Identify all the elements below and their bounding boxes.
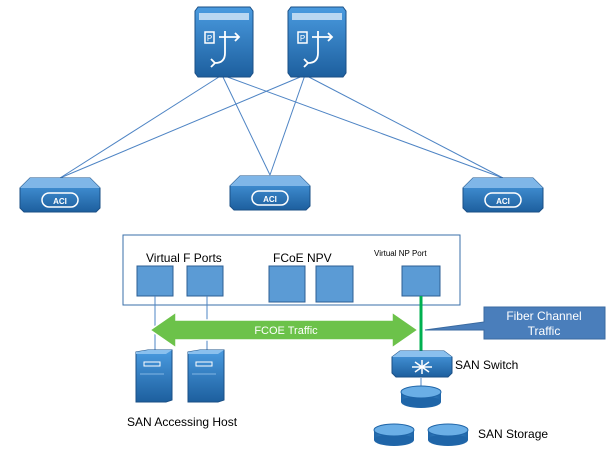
virtual-np-port-label: Virtual NP Port: [374, 249, 427, 258]
svg-text:P: P: [207, 34, 212, 43]
fcoe-npv-port-1: [268, 265, 306, 303]
link-spine2-leaf2: [269, 74, 306, 176]
san-switch-icon: [391, 350, 453, 378]
fcoe-traffic-label: FCOE Traffic: [254, 325, 318, 337]
aci-leaf-switch-icon: ACI: [229, 175, 311, 211]
virtual-f-port-1: [136, 265, 174, 297]
svg-text:ACI: ACI: [263, 195, 277, 204]
san-switch-label: SAN Switch: [455, 358, 518, 372]
storage-disk-icon: [373, 378, 469, 446]
fcoe-npv-port-2: [315, 265, 354, 303]
svg-text:ACI: ACI: [53, 197, 67, 206]
virtual-f-ports-label: Virtual F Ports: [146, 251, 222, 265]
aci-spine-switch-icon: P: [287, 6, 347, 78]
svg-text:P: P: [300, 34, 305, 43]
aci-leaf-switch-icon: ACI: [462, 177, 544, 213]
link-spine1-leaf1: [59, 74, 223, 179]
san-accessing-host-label: SAN Accessing Host: [127, 415, 238, 429]
fiber-channel-label-line2: Traffic: [528, 324, 561, 338]
fcoe-traffic-arrow: FCOE Traffic: [148, 310, 420, 350]
san-storage-label: SAN Storage: [478, 427, 548, 441]
link-spine2-leaf1: [59, 74, 306, 179]
link-spine1-leaf3: [221, 74, 504, 179]
aci-spine-switch-icon: P: [194, 6, 254, 78]
virtual-np-port: [401, 265, 441, 297]
server-icon: [135, 349, 173, 403]
link-spine1-leaf2: [221, 74, 271, 176]
svg-text:ACI: ACI: [496, 197, 510, 206]
server-icon: [187, 349, 225, 403]
fiber-channel-callout: Fiber Channel Traffic: [424, 306, 606, 340]
fcoe-npv-label: FCoE NPV: [273, 251, 332, 265]
fabric-links: [59, 74, 504, 179]
link-spine2-leaf3: [304, 74, 504, 179]
fiber-channel-label-line1: Fiber Channel: [506, 309, 581, 323]
aci-leaf-switch-icon: ACI: [19, 177, 101, 213]
virtual-f-port-2: [186, 265, 224, 297]
